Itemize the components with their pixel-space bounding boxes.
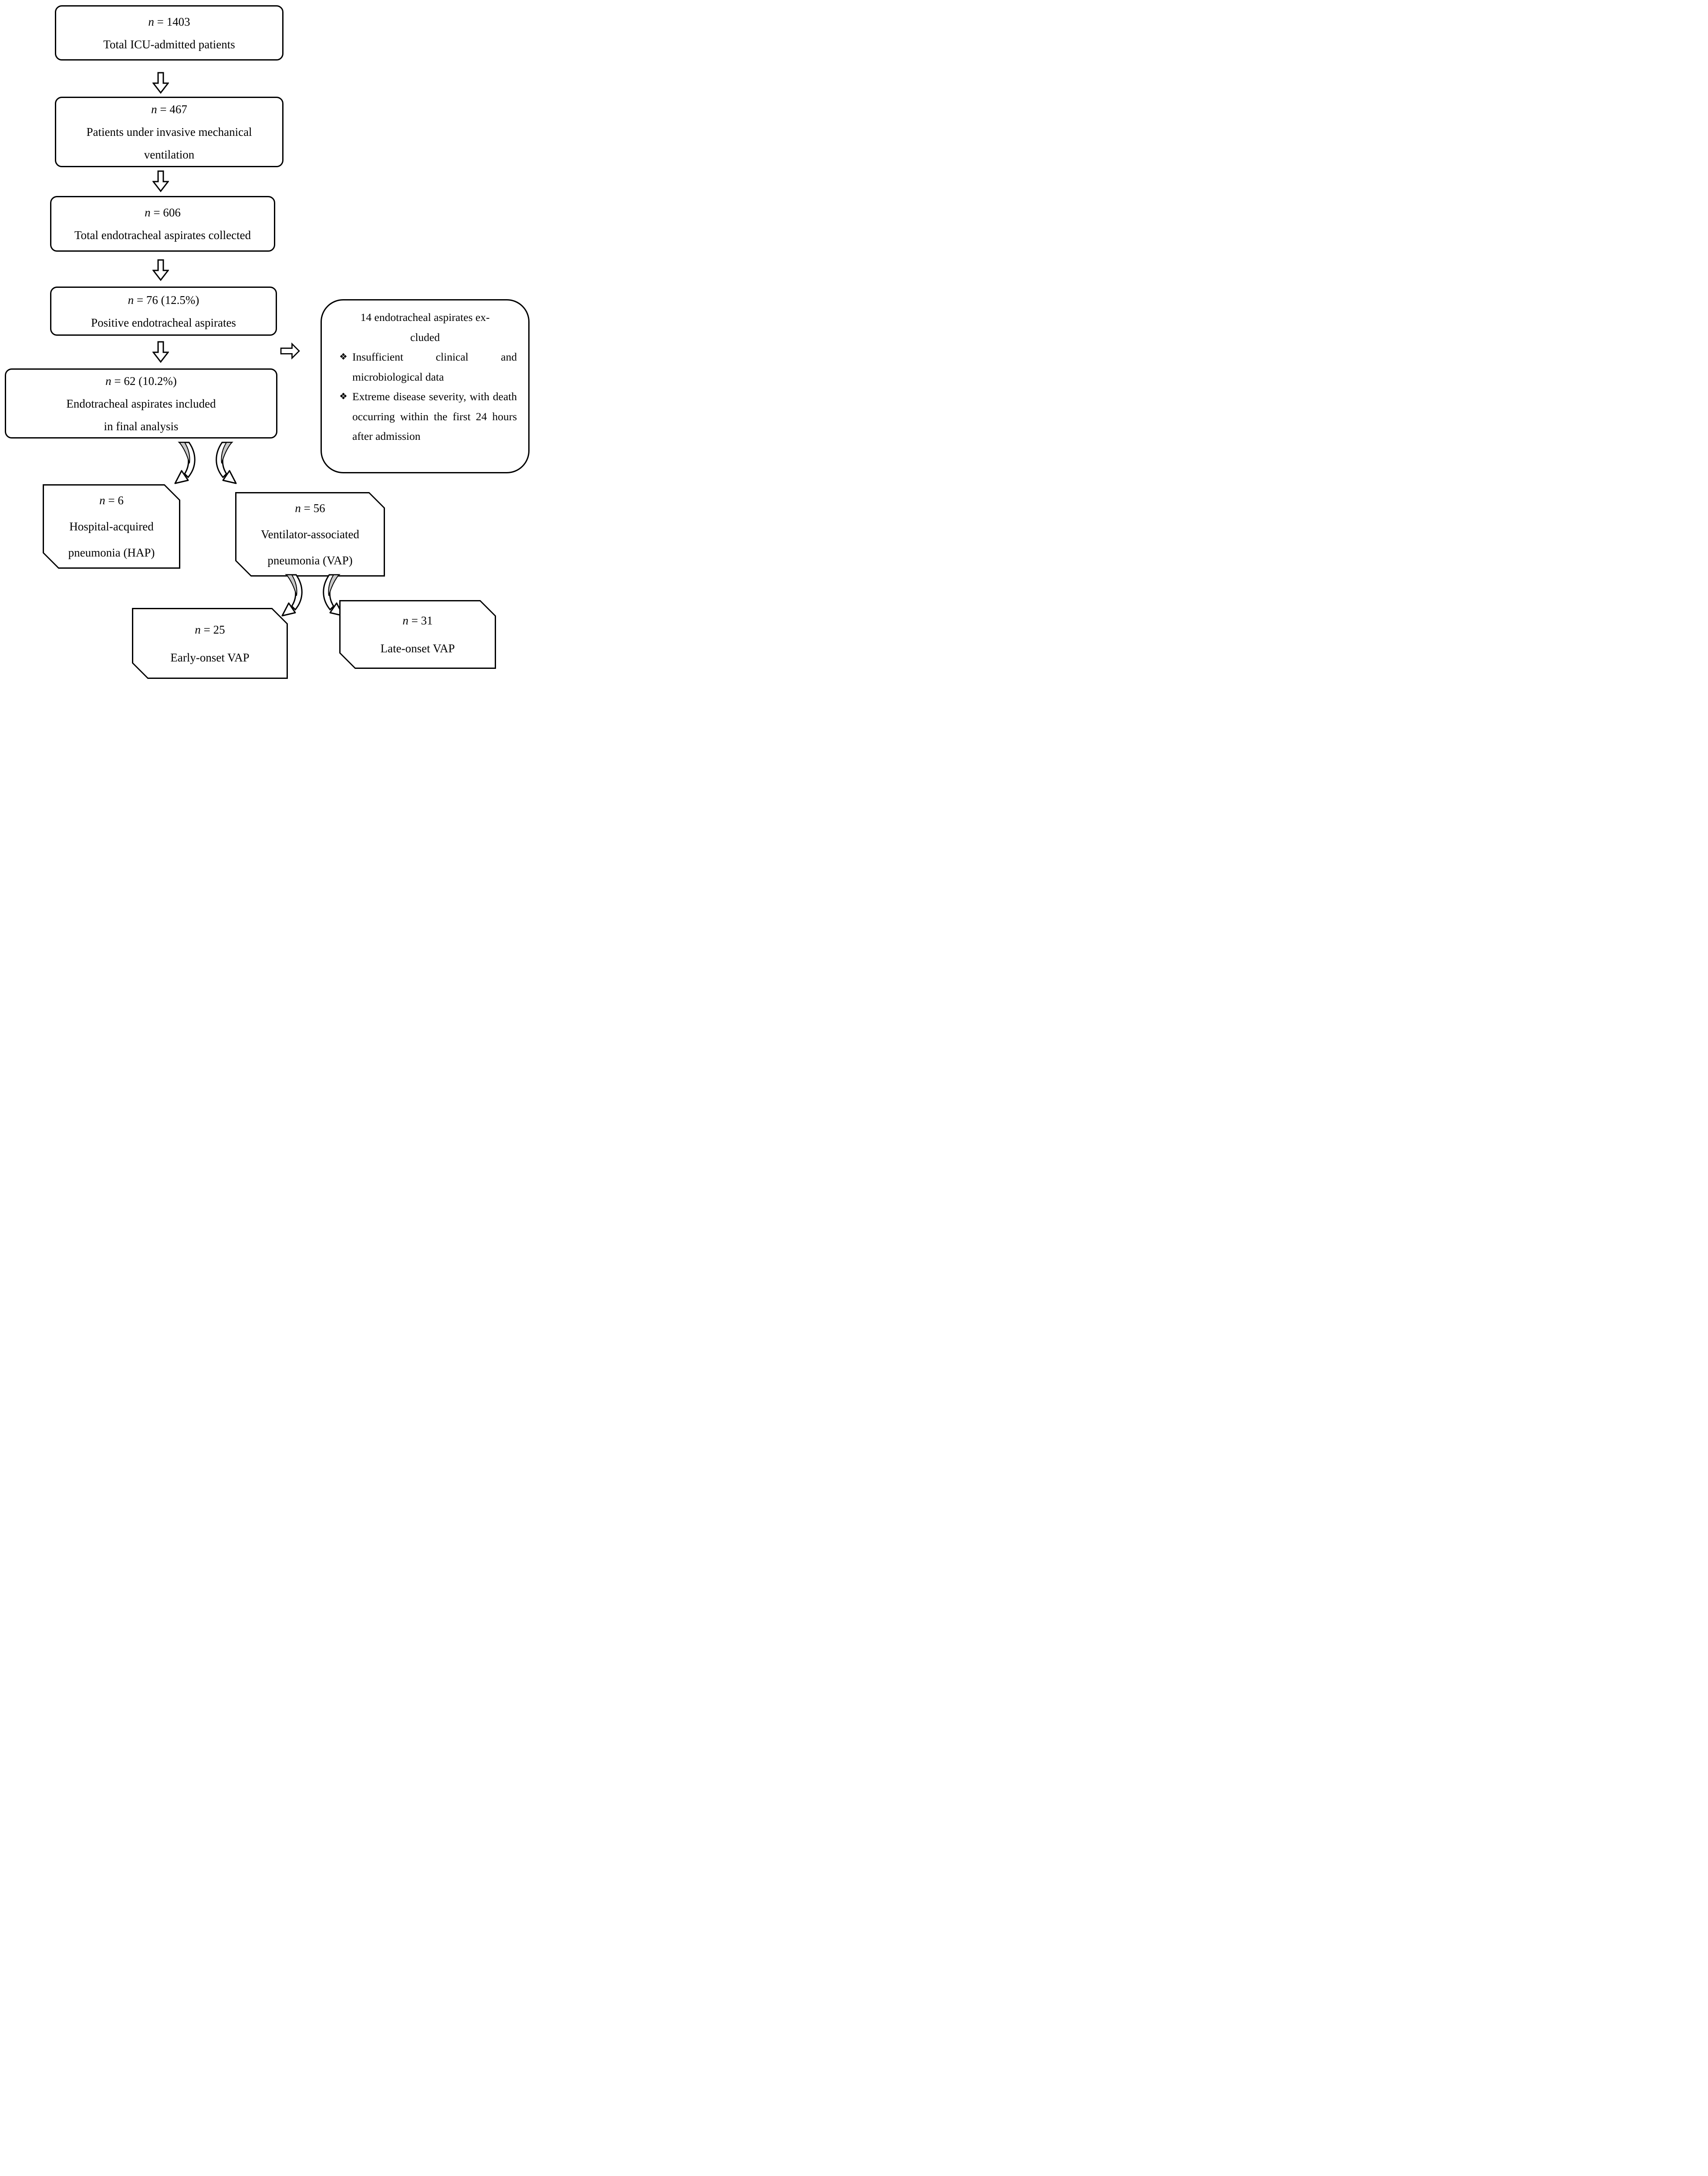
n-symbol: n — [195, 623, 201, 636]
box-aspirates-count: n = 606 — [145, 201, 181, 224]
down-arrow-4 — [152, 341, 169, 363]
exclusion-item-2: ❖ Extreme disease severity, with death o… — [333, 387, 517, 446]
curved-arrow-down-left-icon — [281, 574, 303, 617]
exclusion-title-line1: 14 endotracheal aspirates ex- — [360, 311, 490, 324]
exclusion-item-1: ❖ Insufficient clinical and microbiologi… — [333, 347, 517, 387]
box-late-vap: n = 31 Late-onset VAP — [339, 600, 496, 669]
down-arrow-icon — [152, 170, 169, 192]
count-value: = 6 — [105, 494, 124, 507]
right-arrow-exclusion — [280, 342, 300, 360]
box-included-label-1: Endotracheal aspirates included — [66, 397, 216, 410]
box-hap: n = 6 Hospital-acquired pneumonia (HAP) — [43, 484, 180, 569]
exclusion-item-1-text: Insufficient clinical and microbiologica… — [352, 351, 517, 383]
n-symbol: n — [148, 15, 154, 28]
down-arrow-3 — [152, 259, 169, 281]
box-included: n = 62 (10.2%) Endotracheal aspirates in… — [5, 368, 277, 439]
n-symbol: n — [128, 293, 134, 307]
count-value: = 1403 — [154, 15, 190, 28]
down-arrow-icon — [152, 259, 169, 281]
count-value: = 31 — [408, 614, 433, 627]
down-arrow-icon — [152, 72, 169, 94]
box-included-label-2: in final analysis — [104, 419, 179, 433]
n-symbol: n — [145, 206, 151, 219]
diamond-bullet-icon: ❖ — [339, 351, 348, 362]
box-ventilated-label-1: Patients under invasive mechanical — [86, 125, 252, 138]
box-hap-content: n = 6 Hospital-acquired pneumonia (HAP) — [44, 486, 179, 567]
box-vap-content: n = 56 Ventilator-associated pneumonia (… — [236, 493, 384, 575]
box-early-vap-label: Early-onset VAP — [170, 651, 250, 664]
n-symbol: n — [99, 494, 105, 507]
count-value: = 56 — [300, 502, 325, 515]
box-total-icu-label: Total ICU-admitted patients — [103, 37, 235, 51]
box-aspirates: n = 606 Total endotracheal aspirates col… — [50, 196, 275, 252]
box-early-vap-content: n = 25 Early-onset VAP — [133, 609, 287, 678]
count-value: = 25 — [200, 623, 225, 636]
n-symbol: n — [151, 103, 157, 116]
box-ventilated-label-2: ventilation — [144, 148, 195, 161]
curved-arrow-to-vap — [212, 442, 239, 485]
exclusion-item-2-text: Extreme disease severity, with death occ… — [352, 390, 517, 442]
box-late-vap-count: n = 31 — [402, 607, 432, 634]
curved-arrow-to-hap — [172, 442, 199, 485]
box-early-vap: n = 25 Early-onset VAP — [132, 608, 288, 679]
box-hap-label-1: Hospital-acquired — [69, 520, 154, 533]
down-arrow-icon — [152, 341, 169, 363]
box-hap-label-2: pneumonia (HAP) — [68, 546, 155, 559]
curved-arrow-down-right-icon — [216, 442, 237, 484]
exclusion-title-line2: cluded — [410, 331, 440, 344]
count-value: = 76 (12.5%) — [134, 293, 199, 307]
down-arrow-1 — [152, 71, 169, 94]
box-total-icu-count: n = 1403 — [148, 10, 190, 33]
box-vap-label-2: pneumonia (VAP) — [267, 554, 353, 567]
box-included-count: n = 62 (10.2%) — [105, 370, 177, 392]
down-arrow-2 — [152, 170, 169, 192]
box-total-icu: n = 1403 Total ICU-admitted patients — [55, 5, 284, 61]
box-late-vap-label: Late-onset VAP — [380, 642, 455, 655]
box-aspirates-label: Total endotracheal aspirates collected — [74, 229, 251, 242]
box-positive: n = 76 (12.5%) Positive endotracheal asp… — [50, 287, 277, 336]
right-arrow-icon — [280, 342, 300, 360]
box-positive-count: n = 76 (12.5%) — [128, 289, 199, 311]
n-symbol: n — [105, 374, 111, 388]
box-late-vap-content: n = 31 Late-onset VAP — [341, 601, 495, 668]
box-hap-count: n = 6 — [99, 487, 124, 513]
box-positive-label: Positive endotracheal aspirates — [91, 316, 236, 329]
box-vap-count: n = 56 — [295, 495, 325, 521]
box-vap-label-1: Ventilator-associated — [261, 528, 359, 541]
box-vap: n = 56 Ventilator-associated pneumonia (… — [235, 492, 385, 577]
box-ventilated-count: n = 467 — [151, 98, 187, 121]
count-value: = 62 (10.2%) — [111, 374, 177, 388]
n-symbol: n — [295, 502, 301, 515]
count-value: = 606 — [150, 206, 181, 219]
curved-arrow-down-left-icon — [174, 442, 196, 484]
box-early-vap-count: n = 25 — [195, 616, 225, 644]
curved-arrow-to-early-vap — [280, 574, 307, 617]
diamond-bullet-icon: ❖ — [339, 391, 348, 401]
count-value: = 467 — [157, 103, 187, 116]
exclusion-box: 14 endotracheal aspirates ex- cluded ❖ I… — [321, 299, 530, 473]
n-symbol: n — [402, 614, 408, 627]
box-ventilated: n = 467 Patients under invasive mechanic… — [55, 97, 284, 167]
flow-diagram: n = 1403 Total ICU-admitted patients n =… — [0, 0, 536, 682]
